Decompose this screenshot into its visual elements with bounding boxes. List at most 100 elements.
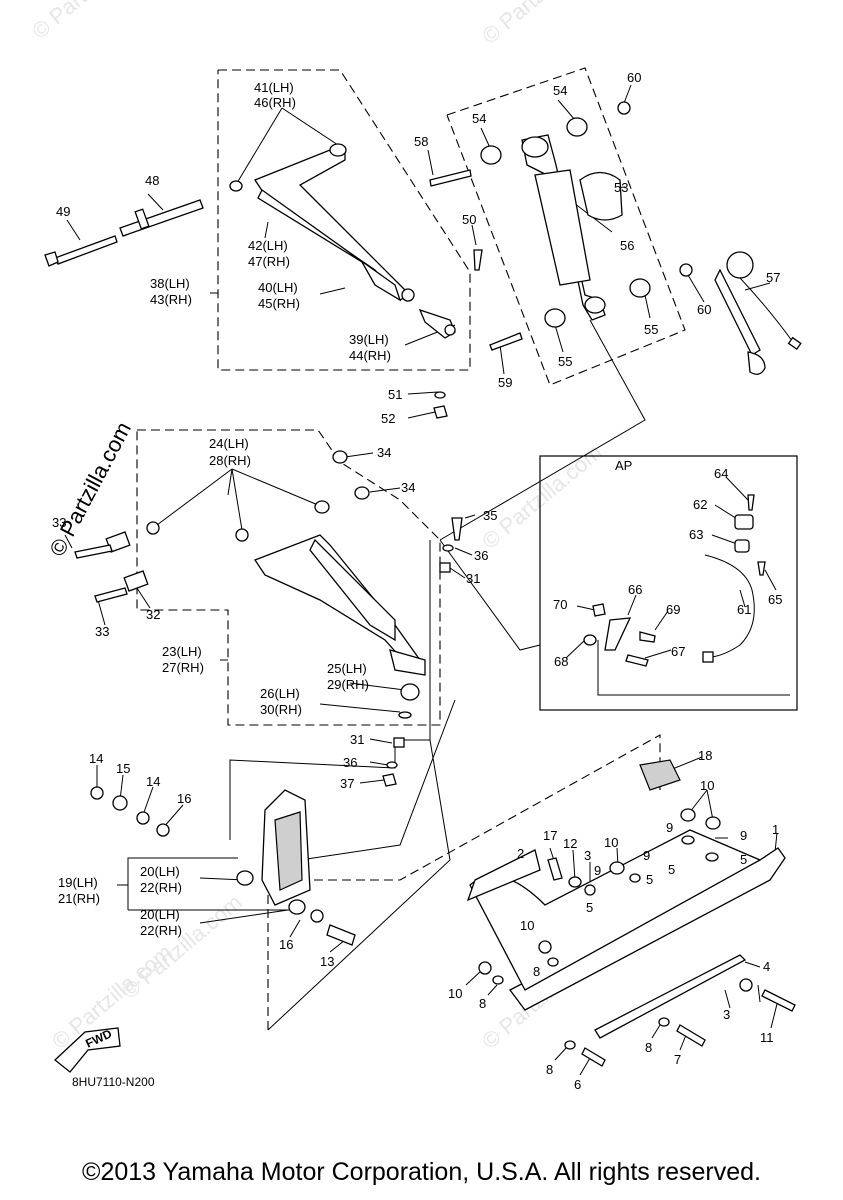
callout-26: 26(LH) [260,686,300,701]
watermark-text: © Partzilla.com [477,0,607,49]
part-shock [429,101,693,351]
callout-27: 27(RH) [162,660,204,675]
callout-67: 67 [671,644,685,659]
callout-14a: 14 [89,751,103,766]
callout-41: 41(LH) [254,80,294,95]
callout-23: 23(LH) [162,644,202,659]
callout-25: 25(LH) [327,661,367,676]
group-outlines [136,67,798,1030]
callout-52: 52 [381,411,395,426]
callout-8b: 8 [479,996,486,1011]
callout-61: 61 [737,602,751,617]
callout-2: 2 [517,846,524,861]
callout-30: 30(RH) [260,702,302,717]
callout-60b: 60 [697,302,711,317]
callout-34b: 34 [401,480,415,495]
callout-22b: 22(RH) [140,923,182,938]
callout-45: 45(RH) [258,296,300,311]
callout-50: 50 [462,212,476,227]
callout-21: 21(RH) [58,891,100,906]
part-rod-end-39 [418,308,456,339]
callout-53: 53 [614,180,628,195]
copyright-footer: ©2013 Yamaha Motor Corporation, U.S.A. A… [82,1158,761,1186]
callout-56: 56 [620,238,634,253]
callout-7: 7 [674,1052,681,1067]
callout-62: 62 [693,497,707,512]
callout-60a: 60 [627,70,641,85]
part-lower-a-arm [74,450,463,719]
callout-10d: 10 [448,986,462,1001]
callout-65: 65 [768,592,782,607]
ap-label: AP [615,458,632,473]
callout-28: 28(RH) [209,453,251,468]
fwd-icon: FWD [54,1026,121,1073]
callout-6: 6 [574,1077,581,1092]
callout-18: 18 [698,748,712,763]
part-code: 8HU7110-N200 [72,1075,155,1089]
callout-69: 69 [666,602,680,617]
callout-48: 48 [145,173,159,188]
part-spindle [90,737,405,946]
ap-box [539,455,798,711]
watermark-text: © Partzilla.com [27,0,157,44]
callout-47: 47(RH) [248,254,290,269]
callout-32: 32 [146,607,160,622]
callout-8c: 8 [645,1040,652,1055]
callout-19: 19(LH) [58,875,98,890]
callout-36a: 36 [474,548,488,563]
watermark-text: © Partzilla.com [117,889,247,1003]
callout-4: 4 [763,959,770,974]
callout-43: 43(RH) [150,292,192,307]
callout-51: 51 [388,387,402,402]
callout-16b: 16 [279,937,293,952]
callout-9c: 9 [643,848,650,863]
callout-44: 44(RH) [349,348,391,363]
callout-9d: 9 [594,863,601,878]
callout-31b: 31 [350,732,364,747]
callout-11: 11 [760,1030,774,1045]
callout-40: 40(LH) [258,280,298,295]
part-bolt-50 [433,249,483,419]
callout-9b: 9 [740,828,747,843]
part-shaft-48 [119,199,204,237]
callout-42: 42(LH) [248,238,288,253]
callout-46: 46(RH) [254,95,296,110]
callout-63: 63 [689,527,703,542]
callout-5b: 5 [646,872,653,887]
callout-37: 37 [340,776,354,791]
callout-12: 12 [563,836,577,851]
callout-35: 35 [483,508,497,523]
callout-10a: 10 [700,778,714,793]
callout-58: 58 [414,134,428,149]
callout-29: 29(RH) [327,677,369,692]
callout-3a: 3 [584,848,591,863]
callout-13: 13 [320,954,334,969]
callout-8d: 8 [546,1062,553,1077]
callout-38: 38(LH) [150,276,190,291]
callout-22a: 22(RH) [140,880,182,895]
callouts: 41(LH) 46(RH) 48 49 42(LH) 47(RH) 38(LH)… [52,70,782,1092]
callout-34a: 34 [377,445,391,460]
callout-5c: 5 [668,862,675,877]
part-ap-kit [583,494,766,667]
callout-10c: 10 [520,918,534,933]
callout-1: 1 [772,822,779,837]
callout-55a: 55 [644,322,658,337]
callout-5d: 5 [586,900,593,915]
callout-54a: 54 [553,83,567,98]
callout-64: 64 [714,466,728,481]
part-adjuster-57 [714,251,802,375]
callout-33a: 33 [52,515,66,530]
callout-14b: 14 [146,774,160,789]
callout-31a: 31 [466,571,480,586]
callout-20a: 20(LH) [140,864,180,879]
callout-5a: 5 [740,852,747,867]
callout-17: 17 [543,828,557,843]
callout-54b: 54 [472,111,486,126]
callout-36b: 36 [343,755,357,770]
callout-49: 49 [56,204,70,219]
callout-3b: 3 [723,1007,730,1022]
callout-8a: 8 [533,964,540,979]
callout-57: 57 [766,270,780,285]
callout-9a: 9 [666,820,673,835]
